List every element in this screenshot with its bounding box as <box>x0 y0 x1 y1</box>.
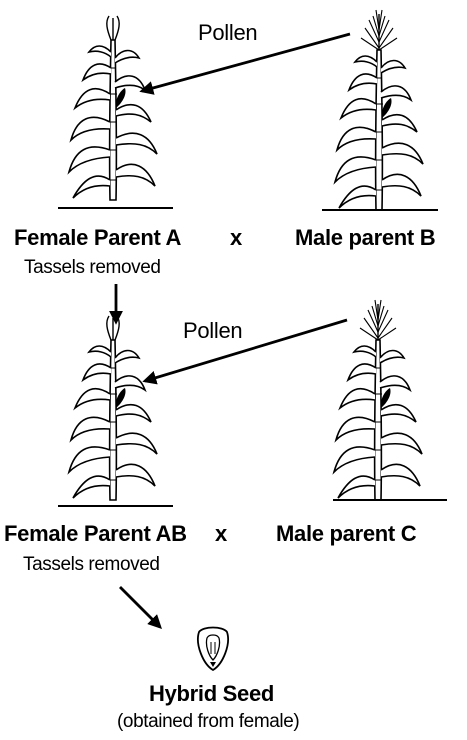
male-parent-b-label: Male parent B <box>295 227 435 249</box>
tassels-removed-label-2: Tassels removed <box>23 555 160 574</box>
tassels-removed-label-1: Tassels removed <box>24 258 161 277</box>
seed-arrow <box>120 587 160 627</box>
obtained-from-female-label: (obtained from female) <box>117 712 299 731</box>
female-parent-a-plant <box>69 16 157 200</box>
pollen-arrow-bottom <box>145 320 347 381</box>
male-parent-b-plant <box>335 10 423 210</box>
pollen-label-bottom: Pollen <box>183 320 242 342</box>
male-parent-c-plant <box>334 300 422 500</box>
cross-symbol-2: x <box>215 523 227 545</box>
pollen-label-top: Pollen <box>198 22 257 44</box>
cross-symbol-1: x <box>230 227 242 249</box>
male-parent-c-label: Male parent C <box>276 523 416 545</box>
hybrid-seed-label: Hybrid Seed <box>149 683 274 705</box>
female-parent-ab-plant <box>69 316 157 500</box>
female-parent-a-label: Female Parent A <box>14 227 181 249</box>
female-parent-ab-label: Female Parent AB <box>4 523 187 545</box>
corn-kernel-icon <box>198 628 228 671</box>
